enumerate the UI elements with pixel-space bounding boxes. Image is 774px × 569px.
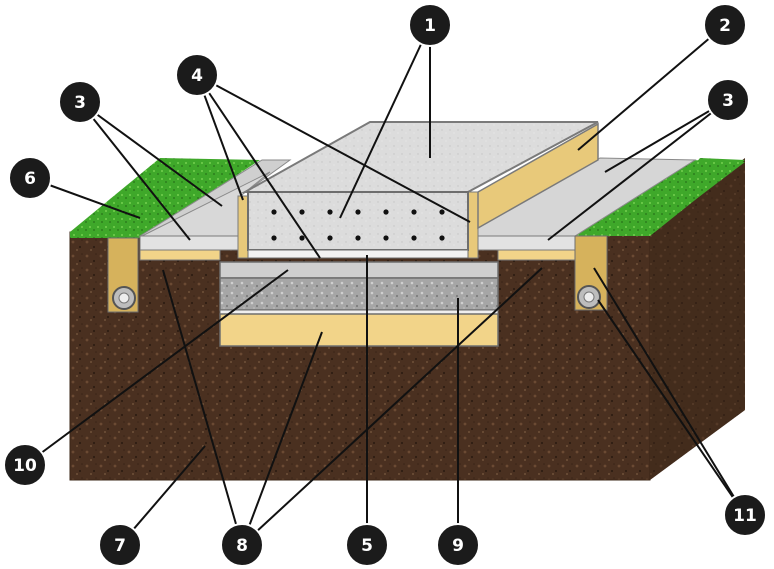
leader-1b <box>339 24 431 219</box>
callout-label: 2 <box>719 16 731 36</box>
callout-c10: 10 <box>3 443 47 487</box>
concrete-prep-layer <box>219 261 499 279</box>
rebar-dot <box>299 209 305 215</box>
callout-label: 7 <box>114 536 126 556</box>
callout-label: 6 <box>24 169 36 189</box>
leader-8a <box>162 269 243 546</box>
rebar-dot <box>411 209 417 215</box>
callout-badge <box>703 3 747 47</box>
leader-3lb <box>79 101 191 241</box>
callout-c8: 8 <box>220 523 264 567</box>
callout-c5: 5 <box>345 523 389 567</box>
callout-label: 8 <box>236 536 248 556</box>
callout-badge <box>98 523 142 567</box>
callout-badge <box>408 3 452 47</box>
edge-insulation-right <box>467 191 479 259</box>
callout-badge <box>706 78 750 122</box>
leader-lines <box>24 24 746 546</box>
callout-c2: 2 <box>703 3 747 47</box>
leader-2 <box>577 24 726 151</box>
rebar-dot <box>271 209 277 215</box>
rebar-dot <box>439 235 445 241</box>
slab-underlayer <box>247 249 469 259</box>
callout-label: 4 <box>191 66 203 86</box>
leader-4c <box>196 74 471 223</box>
callout-badge <box>58 80 102 124</box>
horizontal-insulation-left <box>139 249 221 261</box>
sand-layer <box>219 313 499 347</box>
callout-label: 3 <box>722 91 734 111</box>
leader-11a <box>593 267 746 516</box>
callout-c4: 4 <box>175 53 219 97</box>
rebar-dot <box>355 235 361 241</box>
rebar-dot <box>327 235 333 241</box>
rebar-dot <box>299 235 305 241</box>
callout-badge <box>175 53 219 97</box>
leader-8b <box>241 331 323 546</box>
callout-badge <box>345 523 389 567</box>
callout-c3l: 3 <box>58 80 102 124</box>
callout-group: 1 2 3 4 3 6 10 7 8 5 9 11 <box>3 3 767 567</box>
callout-c6: 6 <box>8 156 52 200</box>
callout-badge <box>3 443 47 487</box>
rebar-dot <box>271 235 277 241</box>
callout-c1: 1 <box>408 3 452 47</box>
leader-4a <box>196 74 244 201</box>
callout-label: 3 <box>74 93 86 113</box>
rebar-dots <box>271 209 445 241</box>
leader-3ra <box>604 99 729 173</box>
edge-insulation-left <box>237 195 249 259</box>
callout-badge <box>8 156 52 200</box>
callout-c9: 9 <box>436 523 480 567</box>
insulation-panel-2 <box>477 122 599 230</box>
rebar-dot <box>411 235 417 241</box>
callout-label: 9 <box>452 536 464 556</box>
rebar-dot <box>439 209 445 215</box>
grass-left-strip <box>70 158 260 238</box>
leader-3rb <box>547 99 729 241</box>
callout-label: 5 <box>361 536 373 556</box>
leader-3la <box>79 101 223 207</box>
horizontal-insulation-right <box>497 249 576 261</box>
callout-badge <box>220 523 264 567</box>
callout-c3r: 3 <box>706 78 750 122</box>
rebar-dot <box>383 235 389 241</box>
callout-badge <box>436 523 480 567</box>
callout-label: 11 <box>733 506 757 526</box>
leader-10 <box>24 269 289 466</box>
leader-8c <box>241 267 543 546</box>
rebar-dot <box>355 209 361 215</box>
callout-label: 1 <box>424 16 436 36</box>
callout-label: 10 <box>13 456 37 476</box>
leader-4b <box>196 74 321 259</box>
callout-c11: 11 <box>723 493 767 537</box>
crushed-stone-layer <box>219 277 499 311</box>
rebar-dot <box>327 209 333 215</box>
callout-c7: 7 <box>98 523 142 567</box>
leader-11b <box>597 299 746 516</box>
callout-badge <box>723 493 767 537</box>
rebar-dot <box>383 209 389 215</box>
